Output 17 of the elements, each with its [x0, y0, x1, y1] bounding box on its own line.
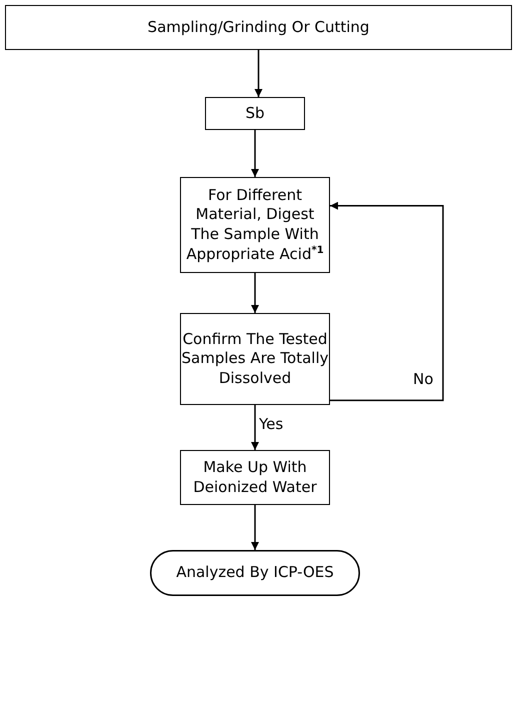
arrow	[251, 273, 259, 313]
step-text: Sampling/Grinding Or Cutting	[148, 18, 370, 38]
arrow	[330, 202, 444, 402]
process-box	[5, 5, 512, 50]
arrow	[254, 50, 262, 97]
step-text: Sb	[245, 104, 265, 124]
process-box	[180, 177, 330, 273]
step-text: For Different Material, Digest The Sample With Appropriate Acid$^{*1}$	[185, 186, 325, 264]
step-text: Confirm The Tested Samples Are Totally Dissolved	[181, 330, 329, 388]
process-box	[180, 313, 330, 405]
step-text: Make Up With Deionized Water	[192, 458, 318, 497]
process-box	[205, 97, 305, 130]
process-box	[180, 450, 330, 505]
step-text: Analyzed By ICP-OES	[176, 563, 334, 583]
arrow	[251, 130, 259, 177]
arrow	[251, 505, 259, 550]
arrow	[251, 405, 259, 450]
